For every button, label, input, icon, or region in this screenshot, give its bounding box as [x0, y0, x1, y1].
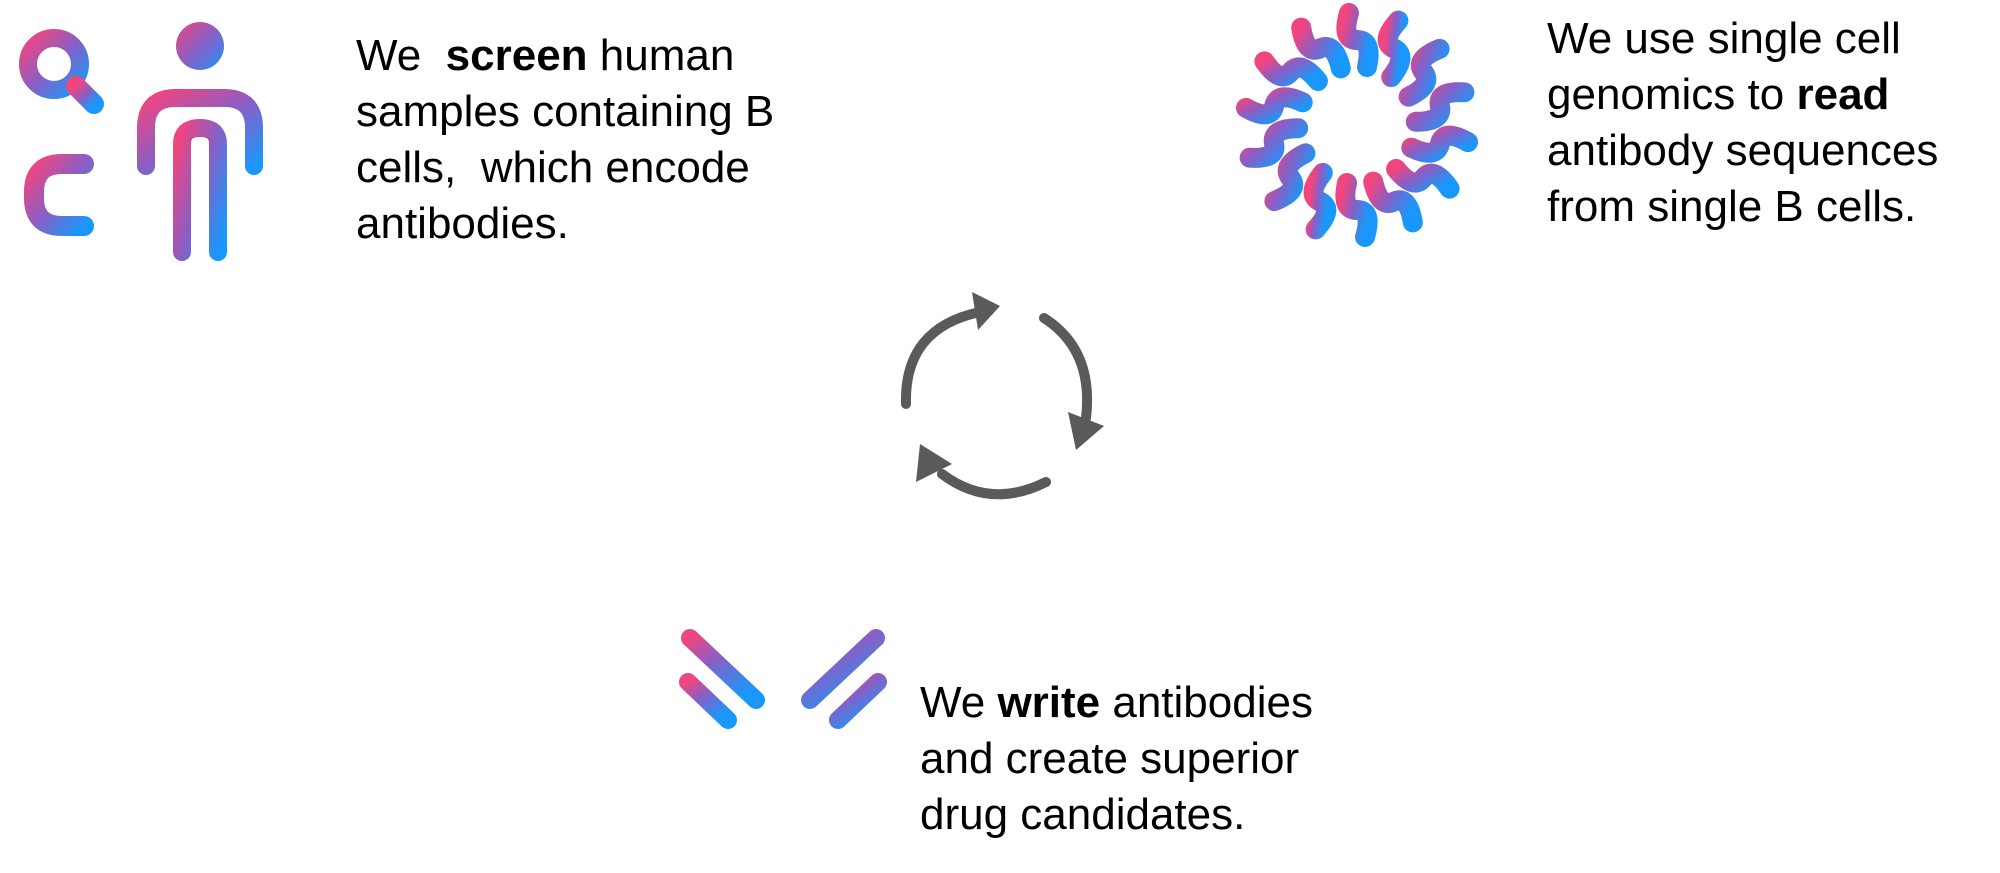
read-caption-line3: antibody sequences	[1547, 126, 1939, 175]
cell-segment	[1236, 87, 1313, 125]
cell-segment	[1291, 17, 1351, 79]
cell-segment	[1239, 118, 1309, 168]
screen-caption-line3: cells, which encode	[356, 143, 750, 192]
write-caption-line3: drug candidates.	[920, 790, 1246, 839]
cell-segment	[1386, 159, 1460, 199]
read-caption-line1: We use single cell	[1547, 14, 1901, 63]
antibody-icon	[679, 629, 887, 869]
screen-caption-line4: antibodies.	[356, 199, 569, 248]
write-caption-line1: We write antibodies	[920, 678, 1313, 727]
screen-caption-line2: samples containing B	[356, 87, 775, 136]
cell-segment	[1401, 125, 1478, 163]
read-caption-line2: genomics to read	[1547, 70, 1890, 119]
read-caption-line4: from single B cells.	[1547, 182, 1917, 231]
screen-step-caption: We screen human samples containing B cel…	[356, 28, 774, 252]
write-step-caption: We write antibodies and create superior …	[920, 675, 1313, 843]
cell-segment	[1303, 162, 1337, 240]
screen-keyword: screen	[445, 31, 588, 80]
screen-caption-line1: We screen human	[356, 31, 735, 80]
read-step-caption: We use single cell genomics to read anti…	[1547, 11, 1938, 235]
cell-segment	[1398, 38, 1450, 107]
cell-segment	[1336, 3, 1379, 77]
single-cell-ring-icon	[1236, 3, 1478, 247]
read-keyword: read	[1796, 70, 1890, 119]
cell-segment	[1405, 82, 1475, 132]
cell-segment	[1363, 171, 1423, 233]
cell-segment	[1377, 10, 1411, 88]
cycle-arrows-icon	[900, 292, 1104, 500]
write-caption-line2: and create superior	[920, 734, 1300, 783]
cell-segment	[1264, 143, 1316, 212]
cell-segment	[1254, 51, 1328, 91]
cell-segment	[1335, 173, 1378, 247]
microscope-and-person-icon	[8, 22, 263, 261]
write-keyword: write	[997, 678, 1101, 727]
